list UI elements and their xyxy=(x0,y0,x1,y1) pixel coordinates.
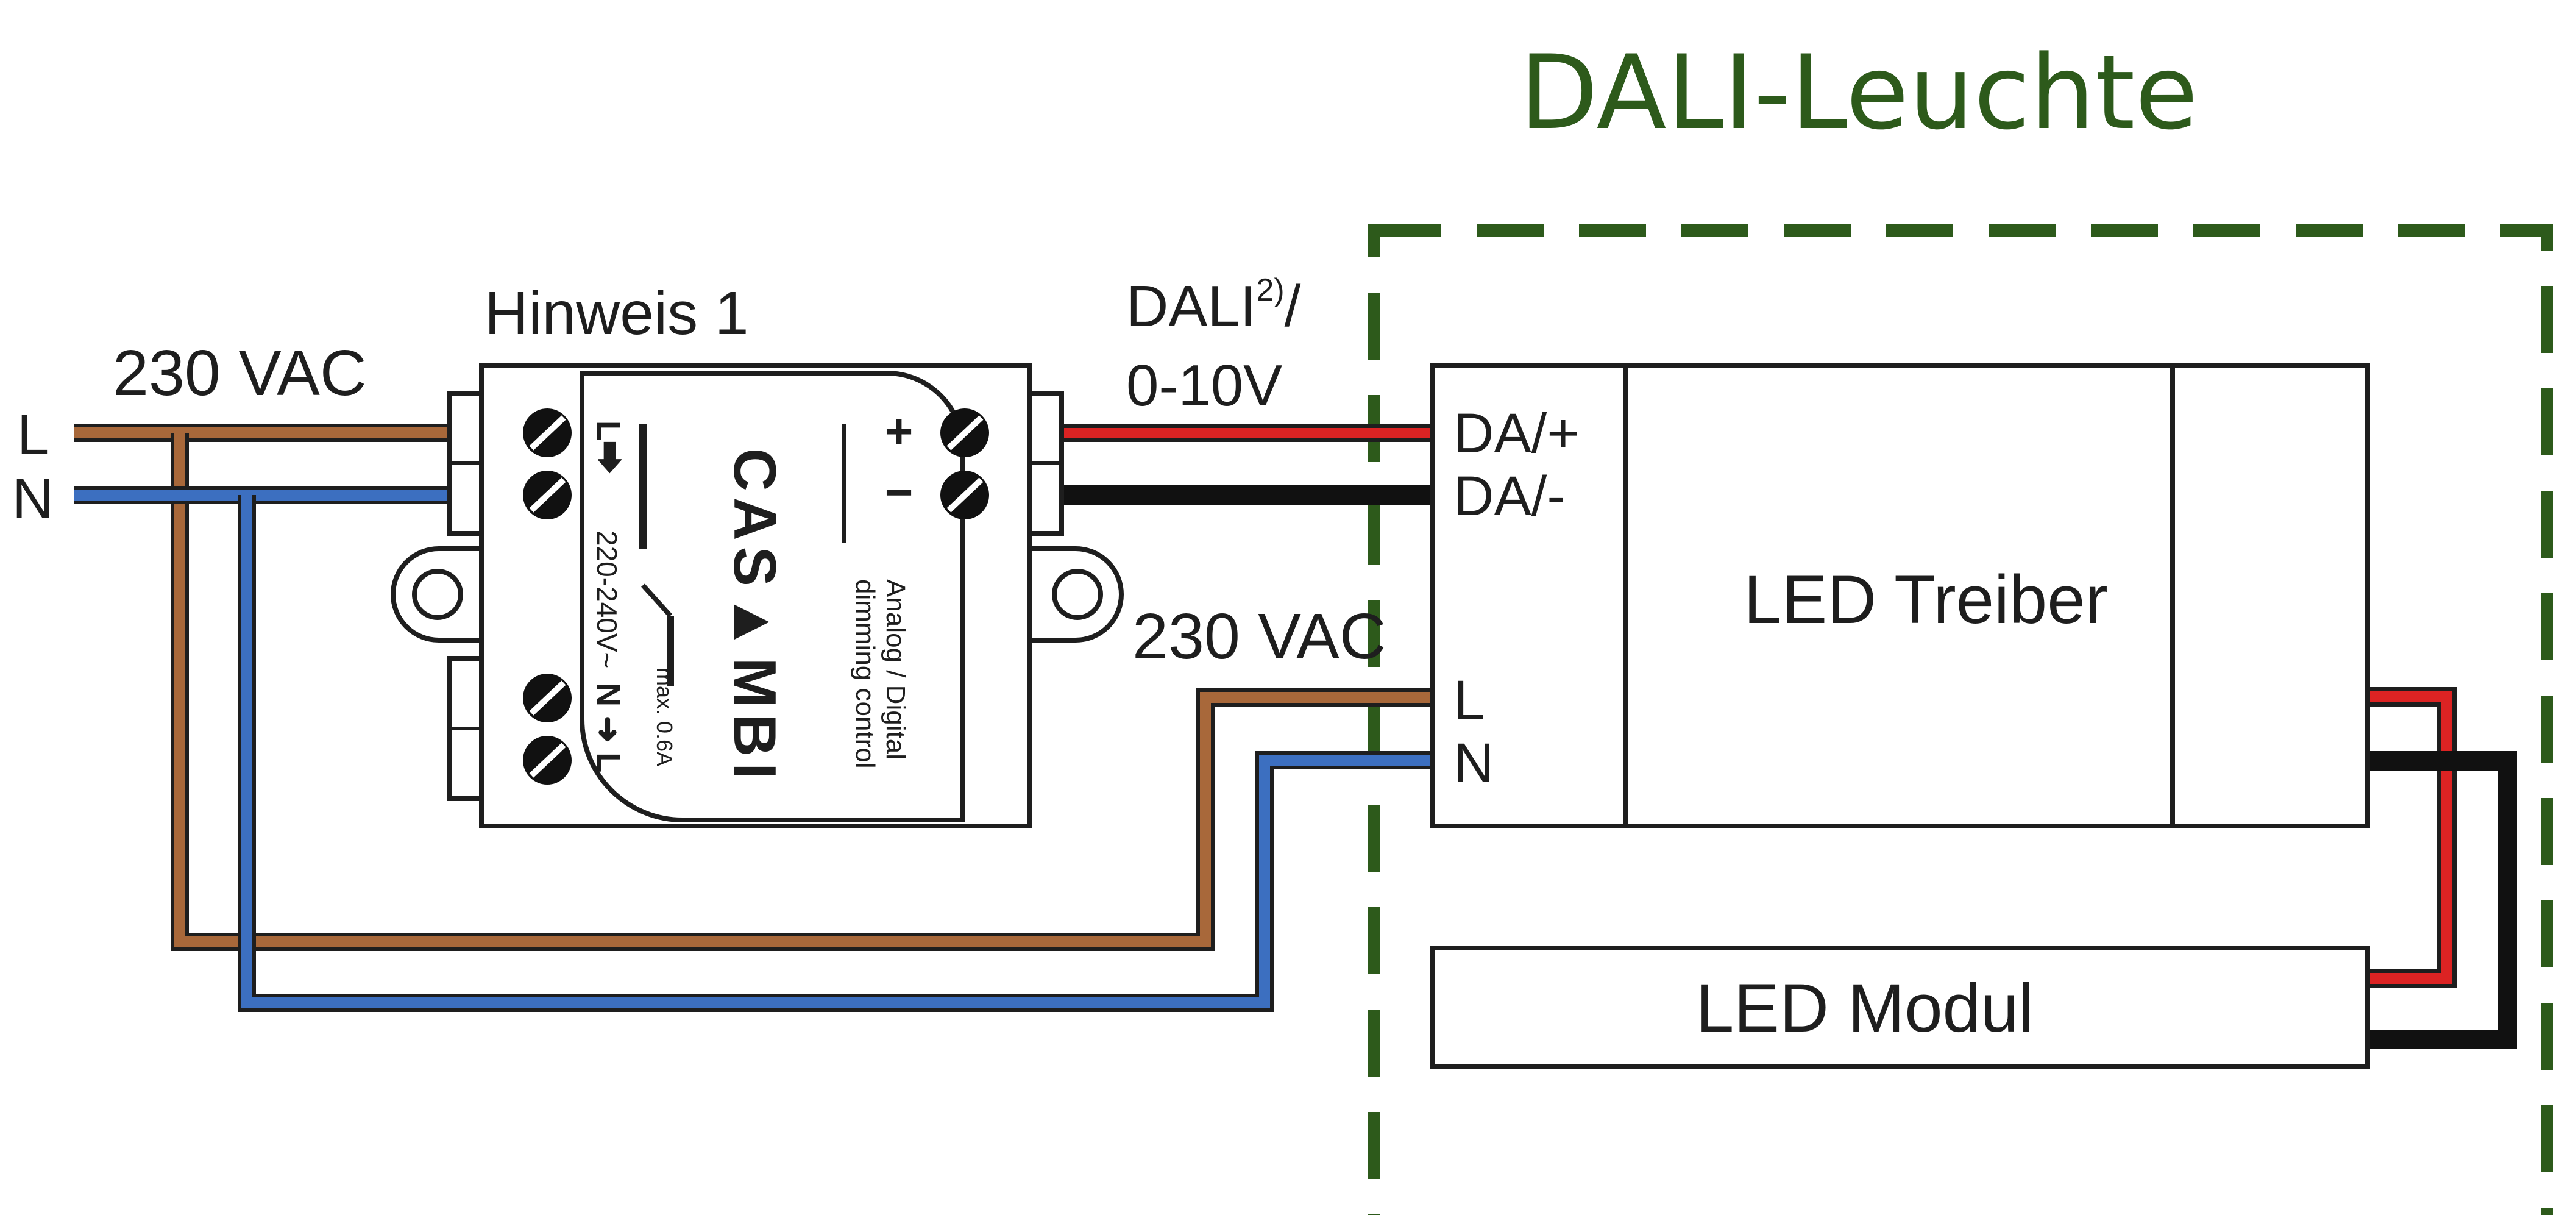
driver-label: LED Treiber xyxy=(1744,561,2108,638)
control-signal-alt: 0-10V xyxy=(1126,353,1282,418)
controller-note: Hinweis 1 xyxy=(484,279,749,347)
luminaire-boundary xyxy=(1368,224,2553,1215)
wire-module-black xyxy=(2368,751,2517,1049)
driver-l: L xyxy=(1453,669,1485,732)
controller-minus-label: − xyxy=(885,465,914,519)
driver-n: N xyxy=(1453,732,1494,794)
controller-description-1: Analog / Digital xyxy=(881,579,910,760)
screw-terminal-icon xyxy=(523,408,572,457)
controller-description-2: dimming control xyxy=(850,579,880,769)
wire-neutral-blue xyxy=(74,486,1432,1012)
mounting-hole-icon xyxy=(391,546,484,643)
led-driver: LED Treiber DA/+ DA/- L N xyxy=(1430,363,2370,828)
supply-voltage-label: 230 VAC xyxy=(113,337,366,409)
screw-terminal-icon xyxy=(940,471,989,519)
wire-module-red xyxy=(2368,687,2457,988)
control-signal-label: DALI2)/ xyxy=(1126,273,1301,339)
supply-line-label: L xyxy=(17,402,49,466)
luminaire-title: DALI-Leuchte xyxy=(1519,33,2198,152)
controller-terminal-out: L⮕ xyxy=(590,421,626,474)
controller-plus-label: + xyxy=(885,404,914,458)
casambi-controller: + − CAS▲MBI Analog / Digital dimming con… xyxy=(391,363,1124,828)
led-module: LED Modul xyxy=(1430,946,2370,1069)
controller-voltage-range: 220-240V~ xyxy=(591,530,623,668)
screw-terminal-icon xyxy=(523,674,572,722)
controller-rating: max. 0.6A xyxy=(652,668,677,766)
dali-text: DALI xyxy=(1126,274,1256,339)
screw-terminal-icon xyxy=(940,408,989,457)
wire-line-brown xyxy=(74,424,1432,951)
dali-slash: / xyxy=(1285,274,1301,339)
dali-footnote: 2) xyxy=(1256,273,1284,308)
supply-neutral-label: N xyxy=(12,466,54,530)
screw-terminal-icon xyxy=(523,736,572,785)
controller-terminal-in: N ➜ L xyxy=(590,683,626,772)
controller-brand: CAS▲MBI xyxy=(722,448,789,786)
driver-da-plus: DA/+ xyxy=(1453,402,1580,465)
driver-da-minus: DA/- xyxy=(1453,465,1566,527)
luminaire-supply-voltage: 230 VAC xyxy=(1132,600,1386,672)
mounting-hole-icon xyxy=(1027,546,1124,643)
module-label: LED Modul xyxy=(1696,970,2034,1046)
screw-terminal-icon xyxy=(523,471,572,519)
switch-symbol-icon xyxy=(639,424,674,686)
